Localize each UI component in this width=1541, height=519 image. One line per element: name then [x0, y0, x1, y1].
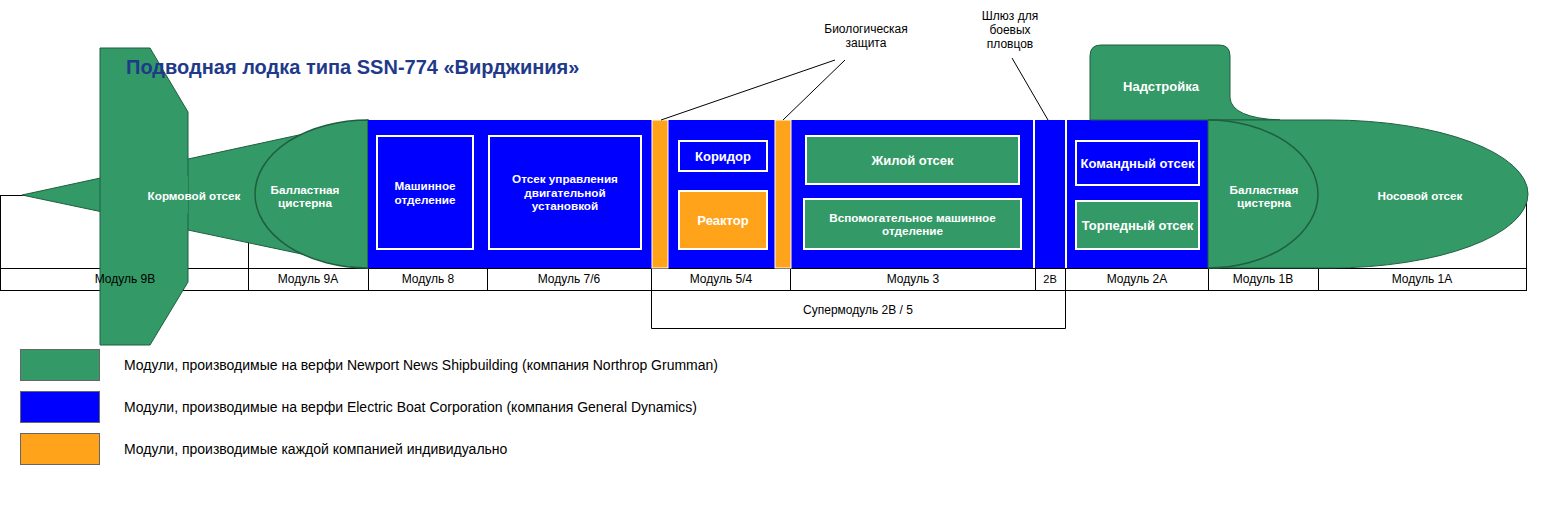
text-group: Надстройка [1123, 79, 1199, 94]
module-label: Модуль 8 [373, 272, 483, 286]
compartment-box: Командный отсек [1075, 140, 1200, 186]
legend-swatch [20, 433, 100, 465]
text-group: Кормовой отсек [148, 189, 241, 203]
shield-band [652, 120, 668, 268]
text-group: Коридор [695, 149, 751, 164]
compartment-box: Торпедный отсек [1075, 200, 1200, 250]
compartment-label: Торпедный отсек [1082, 218, 1194, 233]
ballast-region: Балластная цистерна [1210, 170, 1318, 222]
compartment-box: Машинное отделение [376, 135, 474, 250]
compartment-label: Отсек управления двигательной установкой [490, 172, 640, 213]
legend-text: Модули, производимые каждой компанией ин… [124, 441, 507, 457]
module-label: Модуль 2А [1072, 272, 1202, 286]
legend-text: Модули, производимые на верфи Electric B… [124, 399, 697, 415]
text-group: Реактор [697, 213, 748, 228]
hull-center [368, 120, 1208, 268]
compartment-label: Балластная цистерна [251, 183, 359, 210]
compartment-label: Балластная цистерна [1210, 183, 1318, 210]
compartment-label: Машинное отделение [378, 179, 472, 206]
module-label: Модуль 3 [813, 272, 1013, 286]
compartment-region: Носовой отсек [1370, 170, 1470, 222]
text-group: Вспомогательное машинное отделение [805, 211, 1020, 238]
compartment-label: Реактор [697, 213, 748, 228]
leader-lines [661, 58, 1048, 120]
compartment-box: Вспомогательное машинное отделение [803, 198, 1022, 250]
legend-row: Модули, производимые каждой компанией ин… [20, 433, 507, 465]
text-group: Отсек управления двигательной установкой [490, 172, 640, 213]
text-group: Машинное отделение [378, 179, 472, 206]
module-label: Модуль 5/4 [656, 272, 786, 286]
supermodule-label: Супермодуль 2В / 5 [758, 303, 958, 317]
module-label: Модуль 1В [1213, 272, 1313, 286]
compartment-label: Вспомогательное машинное отделение [805, 211, 1020, 238]
module-label: Модуль 9В [25, 272, 225, 286]
sail [1090, 45, 1280, 120]
module-label: Модуль 7/6 [494, 272, 644, 286]
compartment-box: Жилой отсек [805, 135, 1020, 185]
compartment-box: Отсек управления двигательной установкой [488, 135, 642, 250]
compartment-label: Кормовой отсек [148, 189, 241, 203]
legend-swatch [20, 391, 100, 423]
reactor-box: Реактор [678, 190, 768, 250]
bow-hull [1208, 120, 1528, 268]
text-group: Торпедный отсек [1082, 218, 1194, 233]
compartment-label: Надстройка [1123, 79, 1199, 94]
diagram-title: Подводная лодка типа SSN-774 «Вирджиния» [126, 56, 579, 79]
text-group: Носовой отсек [1378, 189, 1463, 203]
compartment-label: Жилой отсек [871, 153, 953, 168]
module-label: Модуль 1А [1327, 272, 1517, 286]
legend-swatch [20, 349, 100, 381]
compartment-box: Коридор [678, 140, 768, 172]
text-group: Балластная цистерна [251, 183, 359, 210]
compartment-label: Коридор [695, 149, 751, 164]
shield-band [775, 120, 791, 268]
module-label: Модуль 9А [253, 272, 363, 286]
compartment-label: Носовой отсек [1378, 189, 1463, 203]
compartment-region: Кормовой отсек [146, 170, 242, 222]
text-group: Командный отсек [1081, 156, 1195, 171]
text-group: Балластная цистерна [1210, 183, 1318, 210]
lock-divider [1065, 120, 1067, 268]
legend-text: Модули, производимые на верфи Newport Ne… [124, 357, 718, 373]
sail-region: Надстройка [1098, 68, 1224, 104]
compartment-label: Командный отсек [1081, 156, 1195, 171]
stern-hull [22, 120, 368, 268]
callout-label: Шлюз для боевых пловцов [978, 9, 1042, 51]
legend-row: Модули, производимые на верфи Newport Ne… [20, 349, 718, 381]
legend-row: Модули, производимые на верфи Electric B… [20, 391, 697, 423]
ballast-region: Балластная цистерна [251, 170, 359, 222]
lock-divider [1033, 120, 1035, 268]
text-group: Жилой отсек [871, 153, 953, 168]
module-label: 2В [1036, 272, 1064, 286]
fwd-ballast-outline [1208, 120, 1318, 268]
callout-label: Биологическая защита [816, 22, 916, 50]
